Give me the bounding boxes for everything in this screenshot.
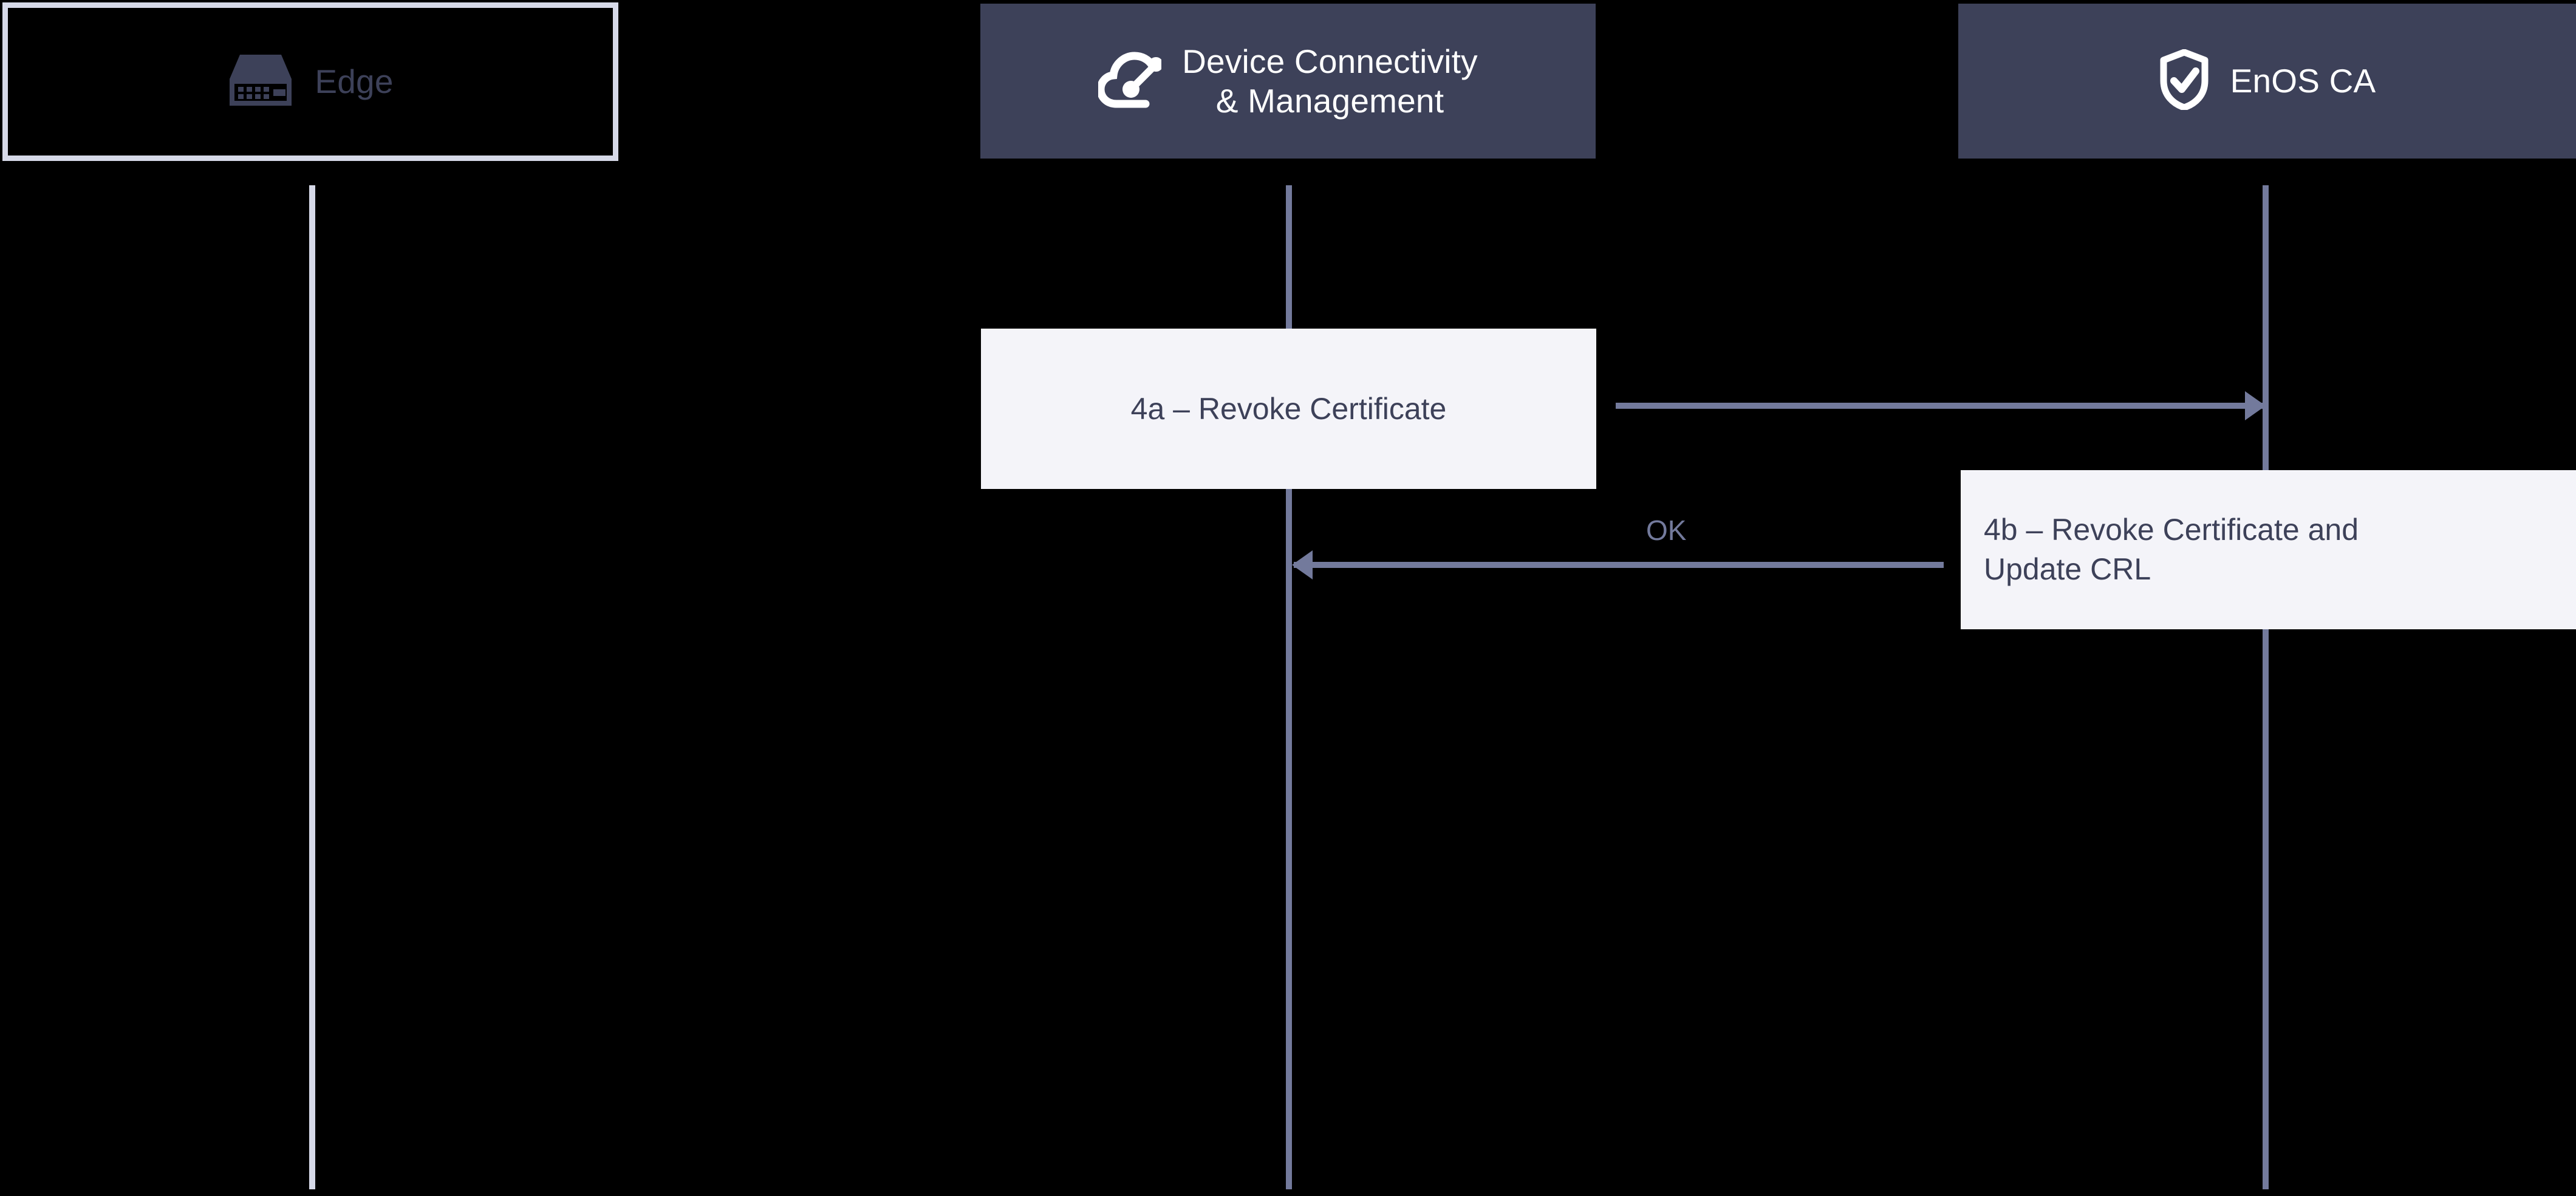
- shield-check-icon: [2159, 49, 2210, 113]
- message-4a-text: 4a – Revoke Certificate: [1130, 391, 1447, 426]
- lifeline-dcm: [1286, 185, 1292, 1189]
- server-device-icon: [227, 51, 294, 112]
- lifeline-enos-ca: [2263, 185, 2269, 1189]
- arrow-line-4a: [1616, 403, 2266, 409]
- arrow-label-ok: OK: [1646, 514, 1687, 546]
- participant-edge[interactable]: Edge: [2, 2, 618, 161]
- participant-enos-ca-label: EnOS CA: [2230, 62, 2376, 100]
- participant-dcm-label: Device Connectivity & Management: [1182, 42, 1478, 120]
- lifeline-edge: [309, 185, 315, 1189]
- message-box-4b[interactable]: 4b – Revoke Certificate and Update CRL: [1961, 470, 2576, 629]
- participant-device-connectivity-management[interactable]: Device Connectivity & Management: [980, 4, 1596, 159]
- participant-edge-label: Edge: [315, 63, 394, 101]
- cloud-connectivity-icon: [1096, 50, 1164, 112]
- arrow-head-ok-left: [1292, 550, 1313, 579]
- arrow-head-4a-right: [2245, 391, 2266, 420]
- participant-enos-ca[interactable]: EnOS CA: [1958, 4, 2576, 159]
- arrow-line-ok: [1294, 562, 1944, 568]
- message-box-4a[interactable]: 4a – Revoke Certificate: [981, 329, 1596, 489]
- message-4b-text: 4b – Revoke Certificate and Update CRL: [1984, 513, 2359, 586]
